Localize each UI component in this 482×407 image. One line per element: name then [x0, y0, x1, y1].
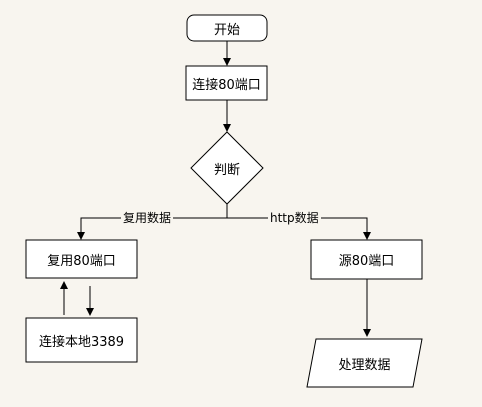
local-label: 连接本地3389 — [38, 334, 125, 350]
edge-decision-to-reuse — [77, 217, 227, 240]
source-label: 源80端口 — [338, 254, 395, 269]
edge-label-reuse-data: 复用数据 — [121, 211, 174, 225]
reuse-label: 复用80端口 — [47, 253, 116, 269]
start-label: 开始 — [213, 22, 240, 38]
local-process-box — [25, 317, 138, 363]
connect-label: 连接80端口 — [192, 77, 261, 93]
process-data-parallelogram — [306, 338, 423, 388]
connect-process-box — [185, 65, 268, 101]
decision-label: 判断 — [213, 162, 240, 178]
edge-label-http-data: http数据 — [268, 211, 321, 225]
process-label: 处理数据 — [338, 357, 391, 373]
reuse-process-box — [25, 239, 138, 279]
